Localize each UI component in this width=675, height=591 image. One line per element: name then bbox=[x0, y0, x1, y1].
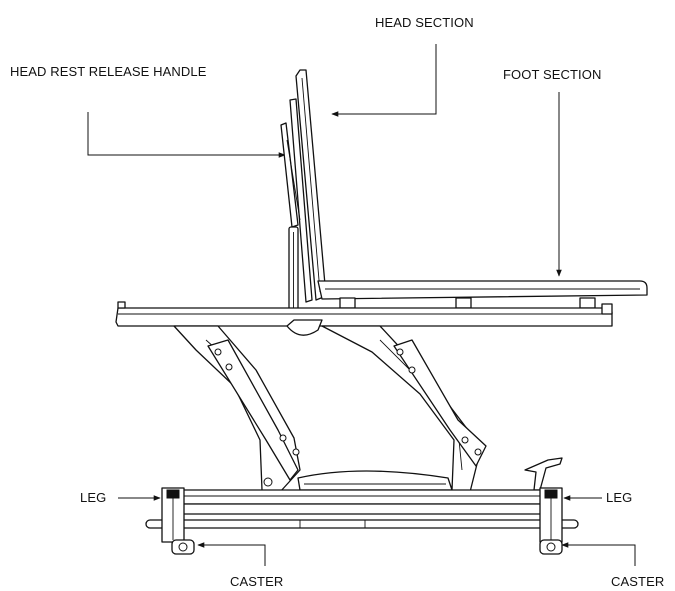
label-foot-section: FOOT SECTION bbox=[503, 67, 601, 82]
foot-section bbox=[317, 280, 648, 309]
base-frame bbox=[145, 489, 579, 529]
frame-rail bbox=[115, 301, 613, 336]
leader-caster-right bbox=[561, 542, 636, 566]
caster-right bbox=[539, 539, 563, 555]
leader-head-section bbox=[331, 44, 437, 117]
right-lift-arm bbox=[321, 325, 487, 493]
foot-pedal bbox=[524, 457, 563, 491]
lift-actuator bbox=[297, 470, 453, 491]
leader-head-rest-release-handle bbox=[87, 112, 286, 158]
label-caster-right: CASTER bbox=[611, 574, 664, 589]
left-lift-arm bbox=[173, 325, 301, 493]
label-head-rest-release-handle: HEAD REST RELEASE HANDLE bbox=[10, 64, 207, 79]
leg-right bbox=[539, 487, 563, 543]
label-leg-left: LEG bbox=[80, 490, 106, 505]
label-caster-left: CASTER bbox=[230, 574, 283, 589]
head-section bbox=[289, 69, 327, 303]
leg-left bbox=[161, 487, 185, 543]
label-head-section: HEAD SECTION bbox=[375, 15, 474, 30]
leader-caster-left bbox=[197, 542, 266, 566]
caster-left bbox=[171, 539, 195, 555]
label-leg-right: LEG bbox=[606, 490, 632, 505]
